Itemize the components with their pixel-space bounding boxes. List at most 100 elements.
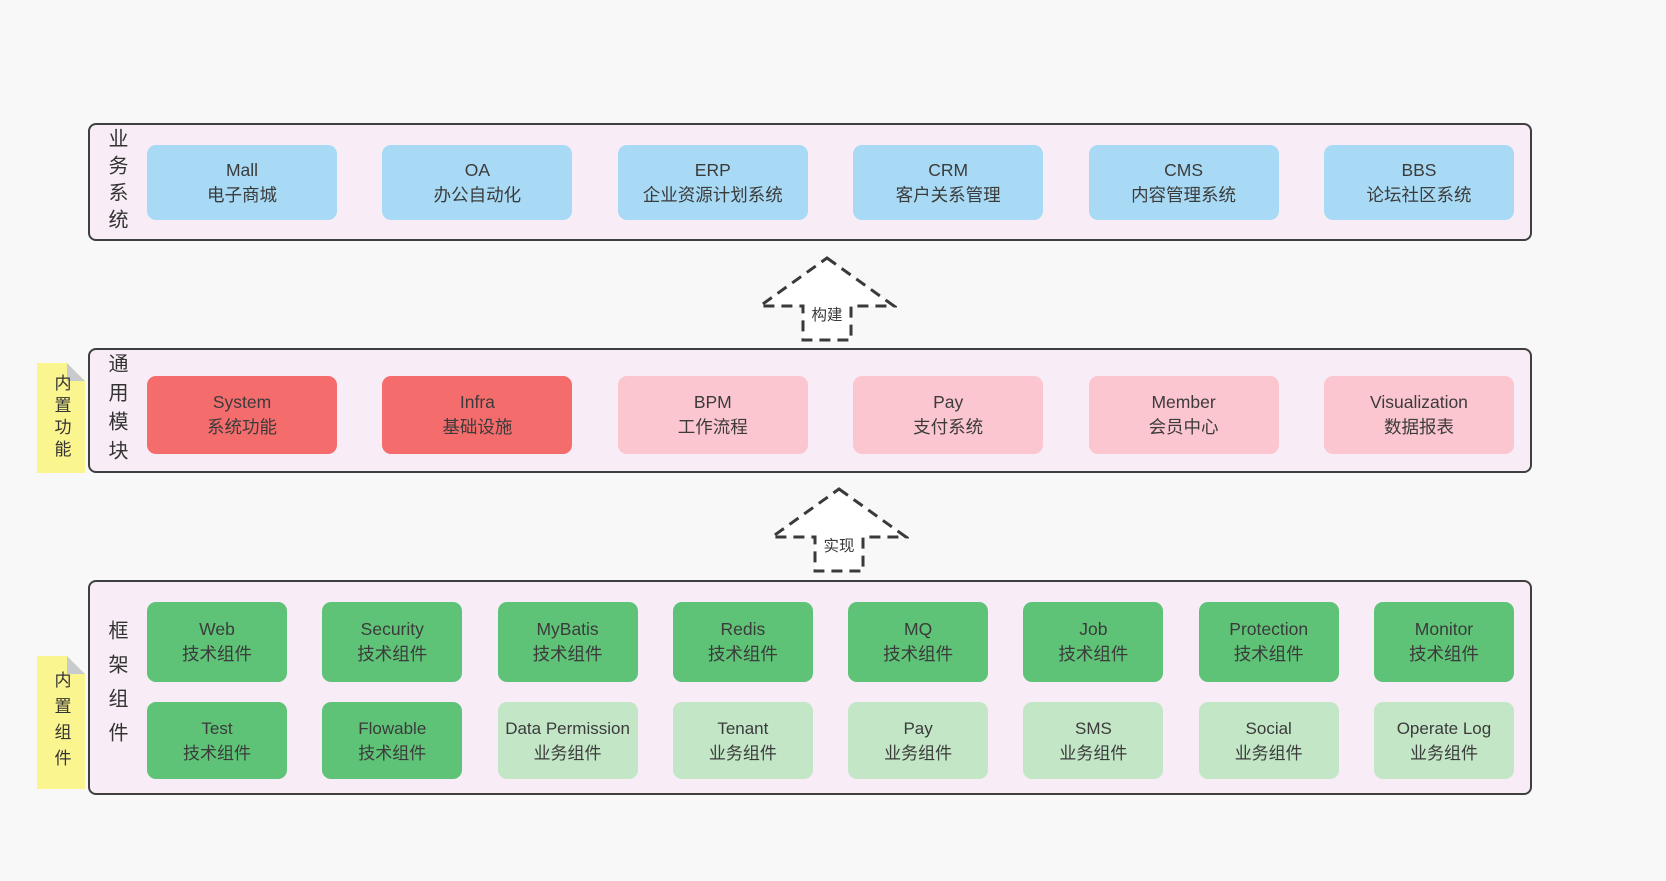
box-web: Web 技术组件 <box>147 602 287 682</box>
box-zh-label: 业务组件 <box>1234 743 1303 763</box>
box-en-label: Test <box>201 718 233 738</box>
box-zh-label: 技术组件 <box>883 644 954 664</box>
box-bpm: BPM 工作流程 <box>617 376 808 454</box>
box-zh-label: 业务组件 <box>1409 743 1478 763</box>
box-zh-label: 办公自动化 <box>433 184 522 205</box>
layer-label-business-systems: 业务系统 <box>105 128 127 236</box>
box-en-label: Mall <box>225 159 259 180</box>
box-zh-label: 业务组件 <box>884 743 953 763</box>
box-en-label: Tenant <box>717 718 769 738</box>
box-zh-label: 技术组件 <box>532 644 603 664</box>
arrow-build-label: 构建 <box>808 303 846 325</box>
box-protection: Protection 技术组件 <box>1198 602 1339 682</box>
box-infra: Infra 基础设施 <box>382 376 573 454</box>
box-data-permission: Data Permission 业务组件 <box>497 702 638 779</box>
sticky-note-builtin-features: 内置功能 <box>37 363 85 473</box>
box-zh-label: 数据报表 <box>1383 417 1454 437</box>
box-zh-label: 技术组件 <box>1058 644 1129 664</box>
box-tenant: Tenant 业务组件 <box>672 702 813 779</box>
box-en-label: Web <box>199 619 235 639</box>
box-redis: Redis 技术组件 <box>672 602 813 682</box>
box-monitor: Monitor 技术组件 <box>1373 602 1514 682</box>
box-en-label: CMS <box>1164 159 1203 180</box>
box-zh-label: 技术组件 <box>358 743 427 763</box>
layer-label-framework-components: 框架组件 <box>105 619 127 756</box>
box-zh-label: 业务组件 <box>1059 743 1128 763</box>
box-oa: OA 办公自动化 <box>382 145 573 220</box>
box-en-label: Operate Log <box>1396 718 1492 738</box>
box-mall: Mall 电子商城 <box>147 145 337 220</box>
box-en-label: BPM <box>693 392 732 412</box>
framework-components-row-2: Test 技术组件 Flowable 技术组件 Data Permission … <box>147 702 1514 779</box>
box-en-label: Infra <box>459 392 495 412</box>
sticky-note-label: 内置组件 <box>51 670 71 775</box>
box-zh-label: 内容管理系统 <box>1131 184 1237 205</box>
box-visualization: Visualization 数据报表 <box>1323 376 1514 454</box>
box-en-label: MyBatis <box>536 619 599 639</box>
box-member: Member 会员中心 <box>1088 376 1279 454</box>
box-pay: Pay 支付系统 <box>853 376 1044 454</box>
box-zh-label: 技术组件 <box>707 644 778 664</box>
box-en-label: CRM <box>928 159 969 180</box>
sticky-note-label: 内置功能 <box>51 374 71 462</box>
box-en-label: MQ <box>904 619 933 639</box>
box-en-label: BBS <box>1401 159 1437 180</box>
box-zh-label: 技术组件 <box>183 743 251 763</box>
box-zh-label: 系统功能 <box>207 417 277 437</box>
layer-common-modules: 通用模块 System 系统功能 Infra 基础设施 BPM 工作流程 Pay… <box>88 348 1532 473</box>
box-en-label: Social <box>1245 718 1292 738</box>
box-zh-label: 工作流程 <box>677 417 748 437</box>
box-mybatis: MyBatis 技术组件 <box>497 602 638 682</box>
sticky-note-builtin-components: 内置组件 <box>37 656 85 789</box>
box-zh-label: 技术组件 <box>1233 644 1304 664</box>
box-bbs: BBS 论坛社区系统 <box>1323 145 1514 220</box>
box-en-label: Job <box>1079 619 1108 639</box>
box-zh-label: 论坛社区系统 <box>1366 184 1472 205</box>
box-en-label: SMS <box>1074 718 1112 738</box>
box-operate-log: Operate Log 业务组件 <box>1373 702 1514 779</box>
box-en-label: OA <box>464 159 491 180</box>
box-en-label: Redis <box>720 619 766 639</box>
box-zh-label: 电子商城 <box>207 184 277 205</box>
layer-framework-components: 框架组件 Web 技术组件 Security 技术组件 MyBatis 技术组件… <box>88 580 1532 795</box>
box-zh-label: 企业资源计划系统 <box>642 184 783 205</box>
box-test: Test 技术组件 <box>147 702 287 779</box>
arrow-build: 构建 <box>757 255 897 343</box>
box-en-label: ERP <box>694 159 731 180</box>
box-zh-label: 技术组件 <box>1408 644 1479 664</box>
box-security: Security 技术组件 <box>322 602 463 682</box>
box-zh-label: 技术组件 <box>182 644 252 664</box>
box-zh-label: 会员中心 <box>1148 417 1219 437</box>
box-cms: CMS 内容管理系统 <box>1088 145 1279 220</box>
box-en-label: Pay <box>933 392 964 412</box>
box-en-label: Monitor <box>1414 619 1474 639</box>
common-modules-row: System 系统功能 Infra 基础设施 BPM 工作流程 Pay 支付系统… <box>147 376 1514 454</box>
up-arrow-icon <box>769 487 909 573</box>
box-zh-label: 客户关系管理 <box>895 184 1001 205</box>
box-en-label: Pay <box>903 718 933 738</box>
up-arrow-icon <box>757 256 897 342</box>
box-en-label: Visualization <box>1369 392 1468 412</box>
box-sms: SMS 业务组件 <box>1023 702 1164 779</box>
box-zh-label: 基础设施 <box>442 417 513 437</box>
layer-business-systems: 业务系统 Mall 电子商城 OA 办公自动化 ERP 企业资源计划系统 CRM… <box>88 123 1532 241</box>
box-job: Job 技术组件 <box>1023 602 1164 682</box>
box-zh-label: 技术组件 <box>357 644 428 664</box>
box-zh-label: 业务组件 <box>708 743 777 763</box>
box-en-label: Flowable <box>358 718 427 738</box>
box-zh-label: 业务组件 <box>533 743 602 763</box>
box-en-label: Data Permission <box>505 718 630 738</box>
box-social: Social 业务组件 <box>1198 702 1339 779</box>
box-crm: CRM 客户关系管理 <box>853 145 1044 220</box>
box-zh-label: 支付系统 <box>913 417 984 437</box>
box-en-label: Security <box>360 619 424 639</box>
framework-components-row-1: Web 技术组件 Security 技术组件 MyBatis 技术组件 Redi… <box>147 602 1514 682</box>
box-system: System 系统功能 <box>147 376 337 454</box>
layer-label-common-modules: 通用模块 <box>105 352 127 469</box>
box-pay-component: Pay 业务组件 <box>848 702 989 779</box>
arrow-implement: 实现 <box>769 486 909 574</box>
box-en-label: System <box>212 392 272 412</box>
arrow-implement-label: 实现 <box>820 534 858 556</box>
box-mq: MQ 技术组件 <box>848 602 989 682</box>
